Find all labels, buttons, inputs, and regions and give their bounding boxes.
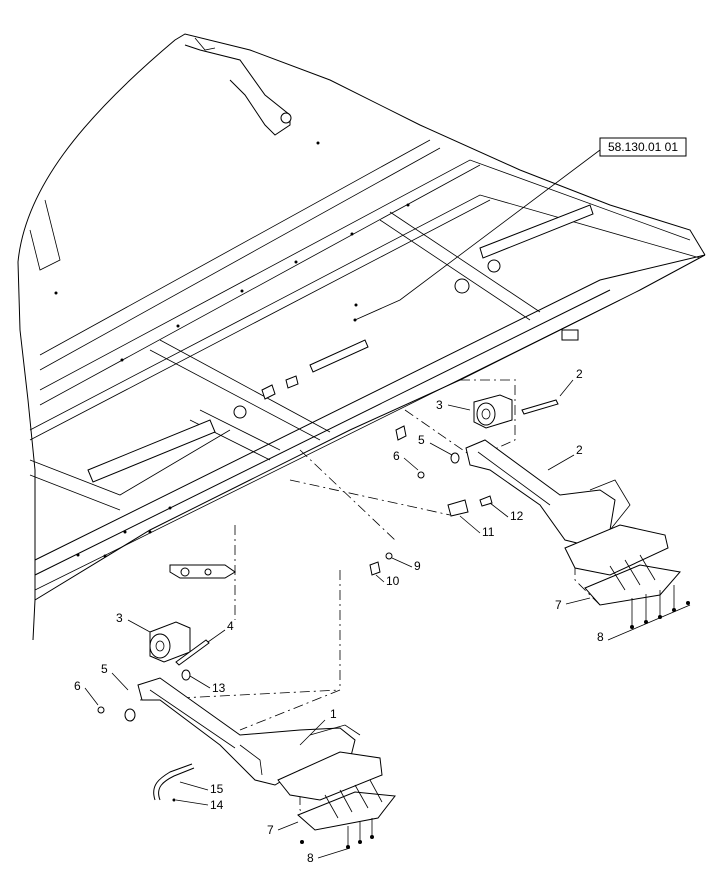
reference-code: 58.130.01 01: [608, 140, 678, 154]
callout-7-left: 7: [267, 823, 274, 837]
callout-15: 15: [210, 782, 224, 796]
callout-9: 9: [414, 559, 421, 573]
callout-2-bolt: 2: [576, 367, 583, 381]
callouts: 1 2 2 3 3 4 5 5 6 6 7 7 8: [74, 367, 691, 865]
callout-3-right: 3: [436, 398, 443, 412]
callout-13: 13: [212, 681, 226, 695]
right-skid-shoe-assembly: [369, 394, 690, 629]
left-skid-shoe-assembly: [97, 621, 396, 849]
callout-8-left: 8: [307, 851, 314, 865]
callout-1: 1: [330, 707, 337, 721]
callout-8-right: 8: [597, 630, 604, 644]
callout-6-left: 6: [74, 679, 81, 693]
callout-3-left: 3: [116, 611, 123, 625]
callout-6-right: 6: [393, 449, 400, 463]
callout-12: 12: [510, 509, 524, 523]
reference-callout[interactable]: 58.130.01 01: [353, 137, 687, 322]
callout-10: 10: [386, 574, 400, 588]
header-frame: [17, 33, 706, 641]
phantom-lines: [139, 379, 601, 821]
callout-14: 14: [210, 798, 224, 812]
callout-5-right: 5: [418, 433, 425, 447]
callout-4: 4: [227, 619, 234, 633]
callout-11: 11: [482, 525, 495, 539]
callout-5-left: 5: [101, 662, 108, 676]
callout-2-arm: 2: [576, 443, 583, 457]
callout-7-right: 7: [555, 598, 562, 612]
